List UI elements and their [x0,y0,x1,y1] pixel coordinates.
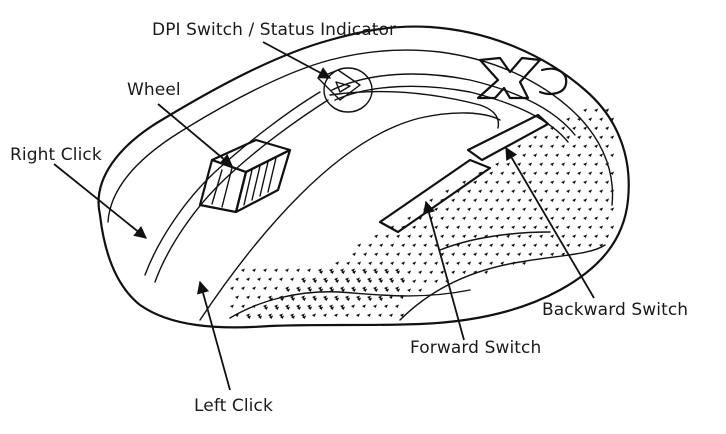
logo-mark-2 [538,67,568,95]
right-click-leader [53,163,147,239]
body-ridge-2 [329,90,500,129]
grip-texture [230,108,615,319]
wheel-label: Wheel [127,80,181,100]
left-click-leader [196,280,231,391]
backward-switch-label: Backward Switch [542,300,689,320]
backward-button-shape [466,113,550,162]
right-click-label: Right Click [10,145,102,165]
top-stripe-2 [334,85,569,143]
lower-curve [229,289,471,319]
button-divider-2 [154,99,329,283]
dpi-triangle [335,81,351,93]
status-indicator-circle [323,67,373,113]
wheel-shape [198,138,292,214]
mouse-body-outline [97,25,630,329]
forward-switch-label: Forward Switch [410,338,542,358]
body-ridge [199,112,501,321]
backward-leader [505,146,595,299]
lower-curve-2 [399,244,606,321]
top-stripe [331,73,576,136]
button-divider [144,91,321,276]
logo-mark [476,56,542,100]
forward-leader [422,200,465,341]
left-click-label: Left Click [194,396,273,416]
dpi-switch-shape [317,69,361,101]
dpi-label: DPI Switch / Status Indicator [152,20,397,40]
dpi-leader [262,41,332,79]
lower-curve-3 [439,231,551,251]
forward-button-shape [378,158,492,234]
wheel-leader [157,103,233,167]
